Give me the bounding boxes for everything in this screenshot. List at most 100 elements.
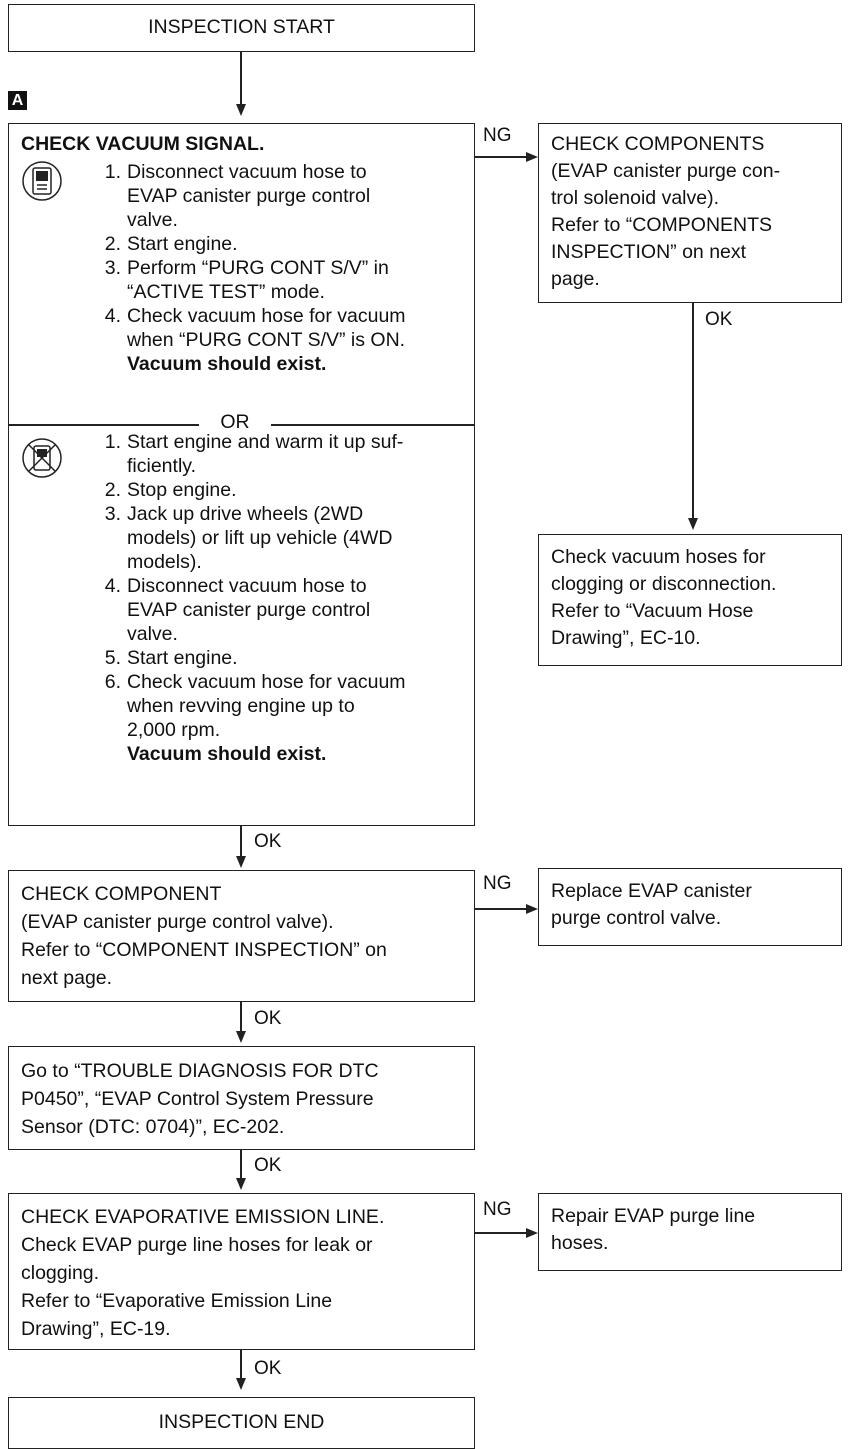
box-line: (EVAP canister purge con- <box>551 160 781 182</box>
box-line: CHECK EVAPORATIVE EMISSION LINE. <box>21 1206 385 1228</box>
step-line: valve. <box>127 209 178 231</box>
connector <box>475 1232 527 1234</box>
step-number: 5. <box>104 647 121 669</box>
step-item: 3. Perform “PURG CONT S/V” in“ACTIVE TEST… <box>95 256 470 304</box>
step-text: Start engine. <box>127 646 238 670</box>
step-item: 1. Start engine and warm it up suf-ficien… <box>95 430 470 478</box>
check-vacuum-title: CHECK VACUUM SIGNAL. <box>21 133 265 155</box>
step-line: “ACTIVE TEST” mode. <box>127 281 325 303</box>
step-item: 5. Start engine. <box>95 646 470 670</box>
box-line: trol solenoid valve). <box>551 187 719 209</box>
inspection-start-box: INSPECTION START <box>8 4 475 52</box>
check-vacuum-hoses-box: Check vacuum hoses for clogging or discon… <box>538 534 842 666</box>
check-evap-line-box: CHECK EVAPORATIVE EMISSION LINE.Check EV… <box>8 1193 475 1350</box>
box-line: Go to “TROUBLE DIAGNOSIS FOR DTC <box>21 1060 379 1082</box>
arrow-down <box>236 1178 246 1190</box>
connector <box>240 826 242 856</box>
check-vacuum-signal-box: CHECK VACUUM SIGNAL. 1. Disconnect vacuum… <box>8 123 475 826</box>
step-number: 2. <box>104 479 121 501</box>
box-line: P0450”, “EVAP Control System Pressure <box>21 1088 374 1110</box>
connector <box>692 303 694 518</box>
marker-a: A <box>8 91 27 110</box>
step-line: Disconnect vacuum hose to <box>127 575 367 597</box>
ok-label: OK <box>254 1358 282 1379</box>
consult-tester-icon <box>22 161 62 201</box>
step-line: Start engine and warm it up suf- <box>127 431 404 453</box>
step-text: Start engine. <box>127 232 238 256</box>
step-line: Jack up drive wheels (2WD <box>127 503 364 525</box>
step-number: 1. <box>104 431 121 453</box>
step-line: Stop engine. <box>127 479 237 501</box>
step-line: EVAP canister purge control <box>127 599 371 621</box>
inspection-end-box: INSPECTION END <box>8 1397 475 1449</box>
step-line: ficiently. <box>127 455 196 477</box>
result-text: Vacuum should exist. <box>127 353 327 375</box>
evap-line-text: CHECK EVAPORATIVE EMISSION LINE.Check EV… <box>21 1203 471 1343</box>
check-component-text: CHECK COMPONENT(EVAP canister purge cont… <box>21 880 471 992</box>
arrow-down <box>236 1378 246 1390</box>
step-number: 3. <box>104 257 121 279</box>
ng-label: NG <box>483 1199 512 1220</box>
check-component-box: CHECK COMPONENT(EVAP canister purge cont… <box>8 870 475 1002</box>
connector <box>240 1350 242 1378</box>
step-line: Check vacuum hose for vacuum <box>127 305 406 327</box>
connector <box>240 52 242 104</box>
box-line: clogging or disconnection. <box>551 573 777 595</box>
box-line: hoses. <box>551 1232 609 1254</box>
inspection-start-label: INSPECTION START <box>148 16 335 38</box>
step-line: valve. <box>127 623 178 645</box>
box-line: Refer to “COMPONENT INSPECTION” on <box>21 939 387 961</box>
go-to-trouble-diagnosis-box: Go to “TROUBLE DIAGNOSIS FOR DTC P0450”, … <box>8 1046 475 1150</box>
step-number: 1. <box>104 161 121 183</box>
box-line: clogging. <box>21 1262 100 1284</box>
arrow-right <box>526 1228 538 1238</box>
arrow-down <box>236 856 246 868</box>
or-divider-left <box>9 424 199 426</box>
ng-label: NG <box>483 873 512 894</box>
connector <box>240 1150 242 1178</box>
step-line: EVAP canister purge control <box>127 185 371 207</box>
step-number: 6. <box>104 671 121 693</box>
connector <box>240 1002 242 1031</box>
box-line: page. <box>551 268 600 290</box>
box-line: next page. <box>21 967 113 989</box>
goto-text: Go to “TROUBLE DIAGNOSIS FOR DTC P0450”, … <box>21 1057 471 1141</box>
arrow-down <box>236 104 246 116</box>
check-hoses-text: Check vacuum hoses for clogging or discon… <box>551 544 839 652</box>
step-text: Perform “PURG CONT S/V” in“ACTIVE TEST” … <box>127 256 389 304</box>
step-line: 2,000 rpm. <box>127 719 221 741</box>
connector <box>475 908 527 910</box>
box-line: Refer to “Vacuum Hose <box>551 600 754 622</box>
check-components-text: CHECK COMPONENTS(EVAP canister purge con… <box>551 131 839 293</box>
inspection-end-label: INSPECTION END <box>158 1411 325 1433</box>
step-item: 2. Start engine. <box>95 232 470 256</box>
step-line: models) or lift up vehicle (4WD <box>127 527 393 549</box>
box-line: Drawing”, EC-10. <box>551 627 701 649</box>
step-line: Start engine. <box>127 233 238 255</box>
box-line: Refer to “COMPONENTS <box>551 214 773 236</box>
step-number: 2. <box>104 233 121 255</box>
or-divider-right <box>271 424 474 426</box>
box-line: Drawing”, EC-19. <box>21 1318 171 1340</box>
no-tool-steps: 1. Start engine and warm it up suf-ficien… <box>95 430 470 820</box>
arrow-right <box>526 152 538 162</box>
box-line: Check vacuum hoses for <box>551 546 766 568</box>
result-text: Vacuum should exist. <box>127 743 327 765</box>
ok-label: OK <box>705 309 733 330</box>
step-number: 4. <box>104 305 121 327</box>
step-text: Stop engine. <box>127 478 237 502</box>
step-line: models). <box>127 551 202 573</box>
step-number: 4. <box>104 575 121 597</box>
step-item: 2. Stop engine. <box>95 478 470 502</box>
box-line: Repair EVAP purge line <box>551 1205 756 1227</box>
